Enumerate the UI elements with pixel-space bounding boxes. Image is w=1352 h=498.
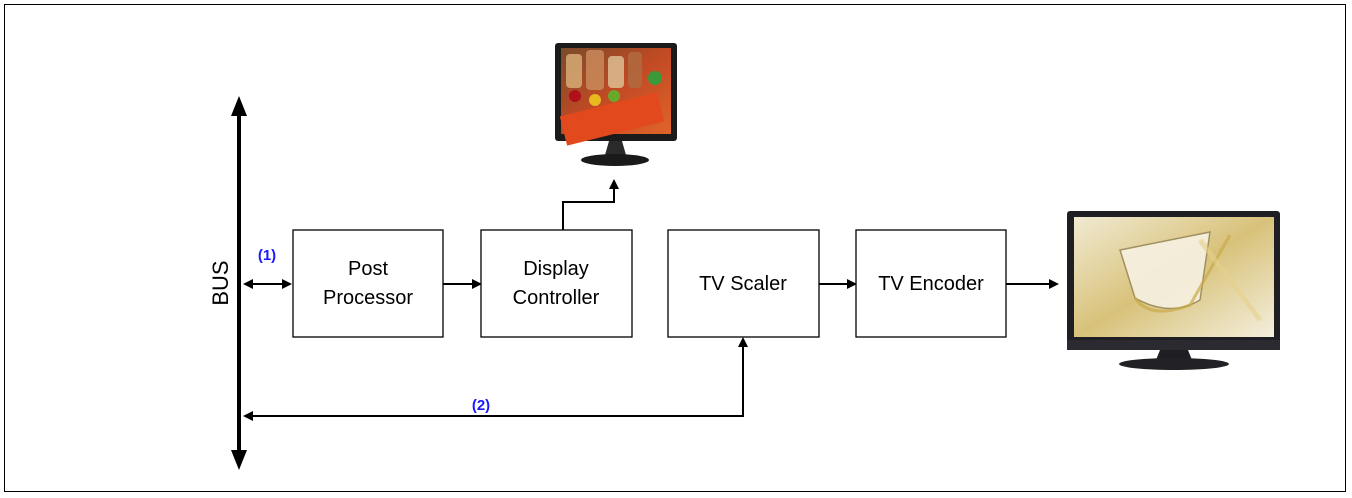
path1-label: (1) <box>258 247 276 264</box>
tv-scaler-block: TV Scaler <box>667 229 820 338</box>
post-processor-line1: Post <box>348 258 388 280</box>
display-controller-line1: Display <box>523 258 589 280</box>
path1-arrow <box>243 279 292 289</box>
diagram-frame <box>4 4 1346 492</box>
display-to-monitor-arrow <box>562 179 619 230</box>
bus-line <box>231 96 247 470</box>
bus-label: BUS <box>208 260 233 305</box>
tv-encoder-label: TV Encoder <box>878 273 984 295</box>
lcd-monitor-image <box>555 43 677 166</box>
tv-scaler-label: TV Scaler <box>699 273 787 295</box>
post-processor-line2: Processor <box>323 287 413 309</box>
post-processor-block: Post Processor <box>292 229 444 338</box>
flat-tv-image <box>1067 211 1280 370</box>
display-controller-block: Display Controller <box>480 229 633 338</box>
path2-arrow <box>243 337 748 421</box>
tv-encoder-block: TV Encoder <box>855 229 1007 338</box>
display-controller-line2: Controller <box>513 287 600 309</box>
path2-label: (2) <box>472 397 490 414</box>
